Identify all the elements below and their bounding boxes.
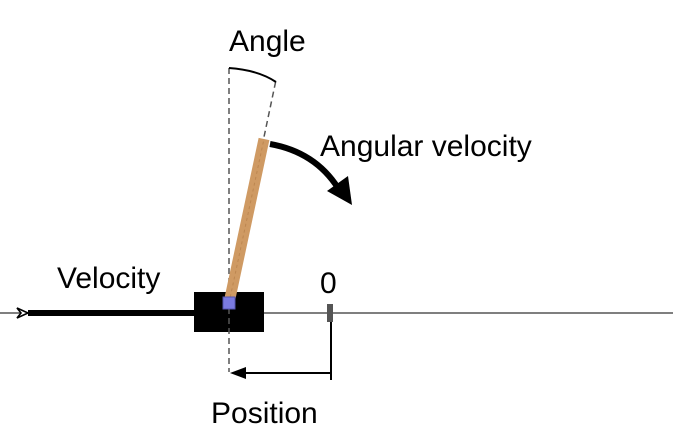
position-label: Position (211, 397, 318, 430)
zero-label: 0 (320, 267, 337, 300)
angular-velocity-arrowhead (327, 176, 352, 205)
zero-marker (327, 304, 333, 322)
position-arrowhead (230, 367, 246, 379)
angle-label: Angle (229, 25, 306, 58)
angle-arc (228, 67, 277, 83)
angular-velocity-label: Angular velocity (320, 130, 532, 163)
velocity-label: Velocity (57, 262, 160, 295)
pivot (222, 296, 236, 310)
angular-velocity-arrow (269, 141, 341, 190)
pole-outline (228, 138, 265, 304)
